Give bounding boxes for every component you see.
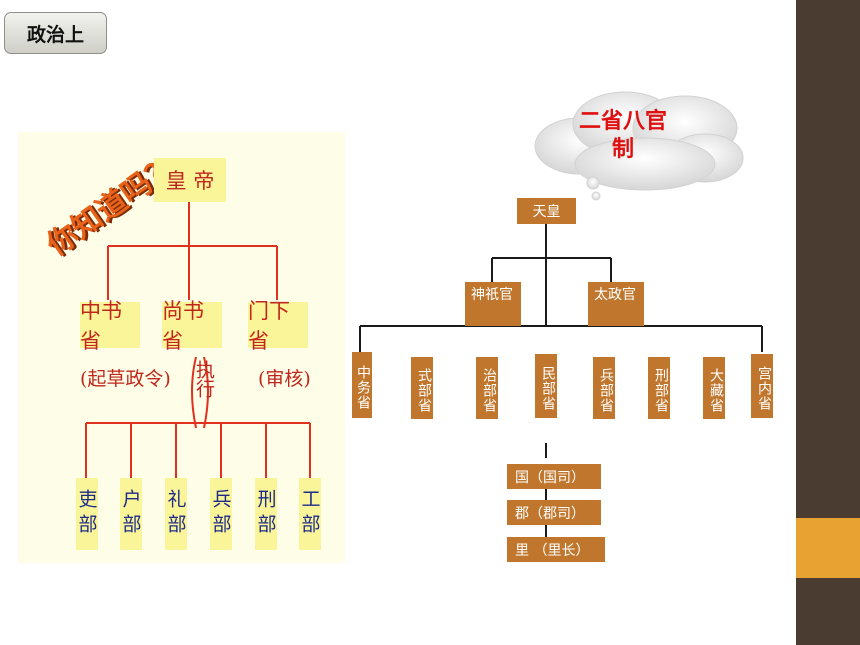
- ministry-box-nakatsukasa: 中务省: [352, 352, 372, 418]
- ministry-box-minbu: 民部省: [535, 354, 557, 418]
- ministry-box-gong: 工部: [299, 478, 321, 550]
- department-role-zhongshu: (起草政令): [80, 368, 171, 390]
- slide-title[interactable]: 政治上: [4, 12, 107, 54]
- ministry-box-hyobu: 兵部省: [593, 357, 615, 419]
- department-box-menxia: 门下省: [248, 299, 308, 353]
- ministry-box-jibu: 治部省: [476, 357, 498, 419]
- ministry-box-bing: 兵部: [210, 478, 232, 550]
- department-role-shangshu: 执行: [193, 360, 215, 398]
- local-box-province: 国（国司）: [507, 464, 601, 489]
- department-box-shangshu: 尚书省: [162, 299, 222, 353]
- daijokan-box: 太政官: [588, 282, 644, 326]
- sidebar-accent-block: [796, 518, 860, 578]
- ministry-box-gyobu: 刑部省: [648, 357, 670, 419]
- jingikan-box: 神祇官: [465, 282, 521, 326]
- ministry-box-hu: 户部: [120, 478, 142, 550]
- ministry-box-li-rites: 礼部: [165, 478, 187, 550]
- ministry-box-okura: 大藏省: [703, 357, 725, 419]
- ministry-box-li-personnel: 吏部: [76, 478, 98, 550]
- local-box-district: 郡（郡司）: [507, 500, 601, 525]
- ministry-box-kunai: 宫内省: [751, 354, 773, 418]
- emperor-box: 皇 帝: [154, 158, 226, 202]
- tenno-box: 天皇: [517, 198, 576, 224]
- cloud-title: 二省八官制: [578, 109, 667, 162]
- department-role-menxia: (审核): [258, 368, 311, 390]
- ministry-box-xing: 刑部: [255, 478, 277, 550]
- department-box-zhongshu: 中书省: [80, 299, 140, 353]
- local-box-village: 里 （里长）: [507, 537, 605, 562]
- ministry-box-shikibu: 式部省: [411, 357, 433, 419]
